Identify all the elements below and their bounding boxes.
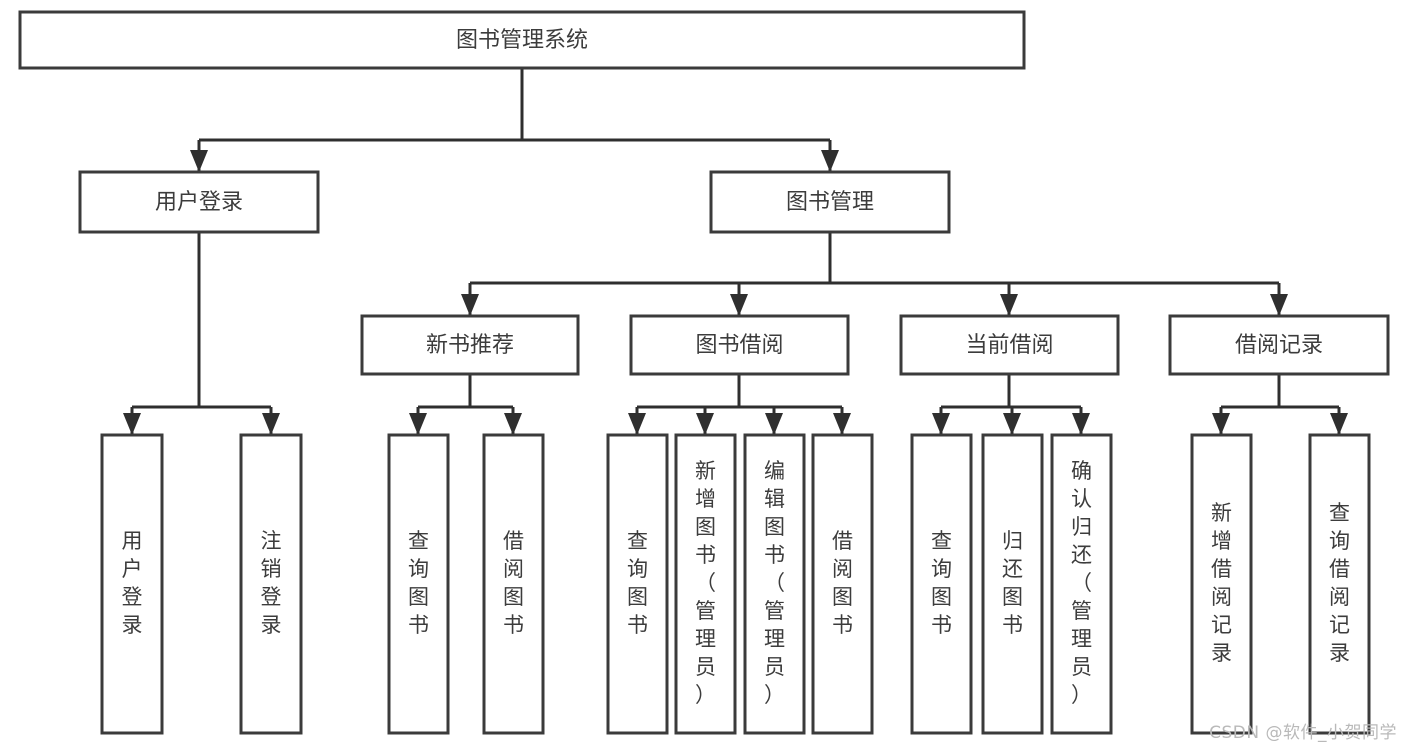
arrow-head-icon [262, 413, 280, 435]
node-leaf-3-label: 借阅图书 [503, 529, 524, 637]
node-level3-1[interactable]: 图书借阅 [629, 314, 850, 376]
node-leaf-11-label: 新增借阅记录 [1211, 501, 1232, 665]
node-leaf-8[interactable]: 查询图书 [910, 433, 973, 735]
node-leaf-0-label: 用户登录 [122, 529, 143, 637]
node-level3-0[interactable]: 新书推荐 [360, 314, 580, 376]
arrow-head-icon [1000, 294, 1018, 316]
node-leaf-11[interactable]: 新增借阅记录 [1190, 433, 1253, 735]
node-level2-0-label: 用户登录 [155, 190, 243, 215]
node-leaf-3[interactable]: 借阅图书 [482, 433, 545, 735]
node-leaf-8-box [910, 433, 973, 735]
arrow-head-icon [821, 150, 839, 172]
node-leaf-10-label: 确认归还（管理员） [1071, 459, 1092, 707]
node-level3-1-label: 图书借阅 [695, 333, 783, 358]
node-leaf-0-box [100, 433, 164, 735]
node-leaf-12-box [1308, 433, 1371, 735]
arrow-head-icon [1072, 413, 1090, 435]
node-level3-0-label: 新书推荐 [426, 333, 514, 358]
node-level3-2-label: 当前借阅 [965, 333, 1053, 358]
arrow-head-icon [504, 413, 522, 435]
node-level2-0[interactable]: 用户登录 [78, 170, 320, 234]
node-leaf-7-box [811, 433, 874, 735]
node-root-system[interactable]: 图书管理系统 [18, 10, 1026, 70]
node-leaf-4-box [606, 433, 669, 735]
node-leaf-1-label: 注销登录 [261, 529, 282, 637]
node-leaf-2[interactable]: 查询图书 [387, 433, 450, 735]
node-leaf-5-box [674, 433, 737, 735]
node-leaf-8-label: 查询图书 [931, 529, 952, 637]
arrow-head-icon [932, 413, 950, 435]
node-leaf-4-label: 查询图书 [627, 529, 648, 637]
arrow-head-icon [1212, 413, 1230, 435]
node-level2-0-box [78, 170, 320, 234]
node-root-system-label: 图书管理系统 [456, 28, 588, 53]
arrow-head-icon [409, 413, 427, 435]
arrow-head-icon [833, 413, 851, 435]
node-leaf-12-label: 查询借阅记录 [1329, 501, 1350, 665]
node-leaf-3-box [482, 433, 545, 735]
node-leaf-6-label: 编辑图书（管理员） [764, 459, 785, 707]
node-leaf-7[interactable]: 借阅图书 [811, 433, 874, 735]
arrow-head-icon [696, 413, 714, 435]
node-level3-2[interactable]: 当前借阅 [899, 314, 1120, 376]
node-leaf-9-box [981, 433, 1044, 735]
arrow-head-icon [1270, 294, 1288, 316]
arrow-head-icon [628, 413, 646, 435]
arrow-head-icon [461, 294, 479, 316]
node-leaf-4[interactable]: 查询图书 [606, 433, 669, 735]
node-level3-3-label: 借阅记录 [1235, 333, 1323, 358]
node-leaf-5-label: 新增图书（管理员） [695, 459, 716, 707]
node-level3-3-box [1168, 314, 1390, 376]
node-leaf-7-label: 借阅图书 [832, 529, 853, 637]
node-level3-2-box [899, 314, 1120, 376]
node-leaf-0[interactable]: 用户登录 [100, 433, 164, 735]
arrow-head-icon [765, 413, 783, 435]
node-leaf-2-label: 查询图书 [408, 529, 429, 637]
node-leaf-2-box [387, 433, 450, 735]
node-level2-1-label: 图书管理 [786, 190, 874, 215]
node-leaf-12[interactable]: 查询借阅记录 [1308, 433, 1371, 735]
node-level3-1-box [629, 314, 850, 376]
node-leaf-6-box [743, 433, 806, 735]
arrow-head-icon [730, 294, 748, 316]
node-level2-1-box [709, 170, 951, 234]
arrow-head-icon [190, 150, 208, 172]
node-root-system-box [18, 10, 1026, 70]
node-level3-3[interactable]: 借阅记录 [1168, 314, 1390, 376]
arrow-head-icon [123, 413, 141, 435]
node-leaf-9[interactable]: 归还图书 [981, 433, 1044, 735]
node-level2-1[interactable]: 图书管理 [709, 170, 951, 234]
node-leaf-1-box [239, 433, 303, 735]
node-leaf-11-box [1190, 433, 1253, 735]
node-leaf-5[interactable]: 新增图书（管理员） [674, 433, 737, 735]
node-leaf-9-label: 归还图书 [1002, 529, 1023, 637]
node-level3-0-box [360, 314, 580, 376]
node-leaf-10-box [1050, 433, 1113, 735]
arrow-head-icon [1003, 413, 1021, 435]
node-leaf-6[interactable]: 编辑图书（管理员） [743, 433, 806, 735]
node-leaf-1[interactable]: 注销登录 [239, 433, 303, 735]
arrow-head-icon [1330, 413, 1348, 435]
node-leaf-10[interactable]: 确认归还（管理员） [1050, 433, 1113, 735]
